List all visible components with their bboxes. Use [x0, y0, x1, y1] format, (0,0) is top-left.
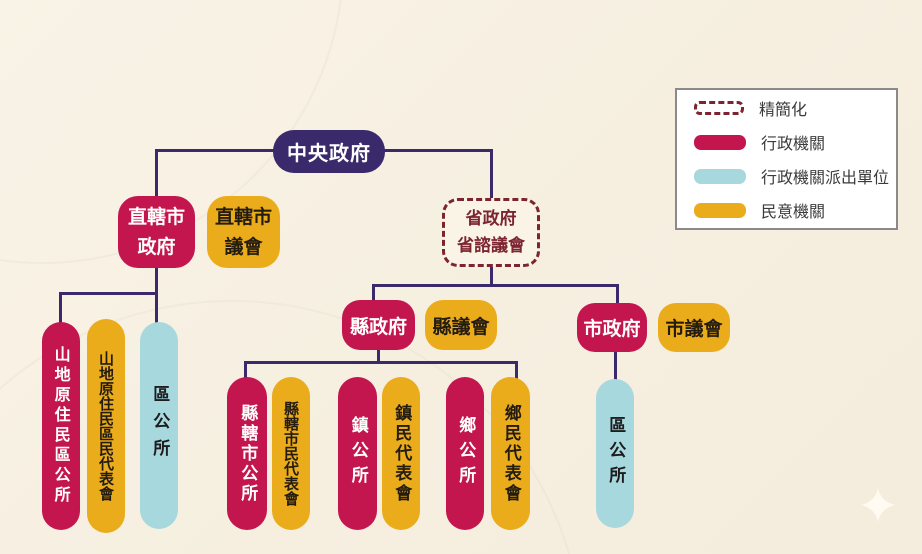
- connector-city-to-district-v: [614, 350, 617, 381]
- legend-row-representative-body: 民意機關: [694, 198, 896, 222]
- node-town-office-label: 鎮公所: [347, 416, 368, 491]
- node-mountain-indigenous-district-office: 山地原住民區公所: [42, 322, 80, 530]
- node-mountain-indigenous-district-council: 山地原住民區民代表會: [87, 319, 125, 533]
- node-district-office-under-city: 區公所: [596, 379, 634, 528]
- node-district-office-under-municipality: 區公所: [140, 322, 178, 529]
- node-city-government: 市政府: [577, 303, 647, 352]
- connector-rail-to-city-gov-v: [616, 284, 619, 305]
- node-township-office: 鄉公所: [446, 377, 484, 530]
- node-town-office: 鎮公所: [338, 377, 377, 530]
- node-mountain-indigenous-district-office-label: 山地原住民區公所: [51, 346, 71, 506]
- connector-rail-to-mountain-office-v: [59, 292, 62, 324]
- legend-swatch-yellow: [694, 202, 746, 218]
- legend-label-executive-agency: 行政機關: [761, 134, 826, 153]
- node-district-office-under-municipality-label: 區公所: [149, 385, 170, 466]
- legend-label-representative-body: 民意機關: [761, 202, 826, 221]
- legend-swatch-dashed-outline: [694, 101, 744, 115]
- node-town-council: 鎮民代表會: [382, 377, 420, 530]
- connector-provincial-rail-h: [372, 284, 619, 287]
- node-county-council-label: 縣議會: [432, 315, 490, 338]
- legend-row-branch-unit: 行政機關派出單位: [694, 164, 896, 188]
- connector-county-rail-h: [244, 361, 518, 364]
- connector-central-to-municipal-v: [155, 149, 158, 199]
- node-county-city-office: 縣轄市公所: [227, 377, 267, 530]
- connector-central-to-municipal-h: [155, 149, 277, 152]
- connector-municipal-to-district-v: [155, 266, 158, 324]
- legend-label-streamlined: 精簡化: [759, 100, 808, 119]
- node-county-city-office-label: 縣轄市公所: [237, 403, 258, 504]
- legend-row-executive-agency: 行政機關: [694, 130, 896, 154]
- connector-county-down-v: [377, 348, 380, 364]
- node-provincial-government-label: 省政府 省諮議會: [457, 208, 525, 256]
- node-city-government-label: 市政府: [583, 318, 641, 340]
- node-county-city-council: 縣轄市民代表會: [272, 377, 310, 530]
- node-municipal-council-label: 直轄市 議會: [214, 206, 272, 258]
- node-county-government: 縣政府: [342, 300, 415, 350]
- connector-central-to-provincial-h: [383, 149, 493, 152]
- legend-label-branch-unit: 行政機關派出單位: [761, 168, 890, 187]
- node-district-office-under-city-label: 區公所: [605, 416, 626, 491]
- node-municipal-government-label: 直轄市 政府: [127, 206, 185, 258]
- legend-swatch-light-blue: [694, 168, 746, 184]
- node-municipal-council: 直轄市 議會: [207, 196, 280, 268]
- connector-provincial-down-v: [490, 265, 493, 287]
- legend: 精簡化 行政機關 行政機關派出單位 民意機關: [675, 88, 898, 230]
- node-township-council: 鄉民代表會: [491, 377, 530, 530]
- node-central-government-label: 中央政府: [287, 141, 371, 165]
- node-city-council: 市議會: [658, 303, 730, 352]
- node-township-council-label: 鄉民代表會: [500, 403, 521, 504]
- connector-rail-to-county-city-office-v: [244, 361, 247, 379]
- node-mountain-indigenous-district-council-label: 山地原住民區民代表會: [97, 351, 115, 501]
- node-central-government: 中央政府: [273, 130, 385, 173]
- connector-municipal-rail-h: [59, 292, 158, 295]
- node-county-council: 縣議會: [425, 300, 497, 350]
- node-county-government-label: 縣政府: [349, 315, 407, 338]
- connector-rail-to-county-gov-v: [372, 284, 375, 302]
- legend-swatch-red: [694, 134, 746, 150]
- legend-row-streamlined: 精簡化: [694, 96, 896, 120]
- node-county-city-council-label: 縣轄市民代表會: [282, 401, 300, 506]
- connector-rail-to-township-council-v: [515, 361, 518, 379]
- node-municipal-government: 直轄市 政府: [118, 196, 195, 268]
- node-town-council-label: 鎮民代表會: [391, 403, 412, 504]
- connector-central-to-provincial-v: [490, 149, 493, 201]
- node-city-council-label: 市議會: [665, 318, 723, 340]
- node-provincial-government-streamlined: 省政府 省諮議會: [442, 198, 540, 267]
- sparkle-icon: [861, 488, 895, 522]
- node-township-office-label: 鄉公所: [455, 416, 476, 491]
